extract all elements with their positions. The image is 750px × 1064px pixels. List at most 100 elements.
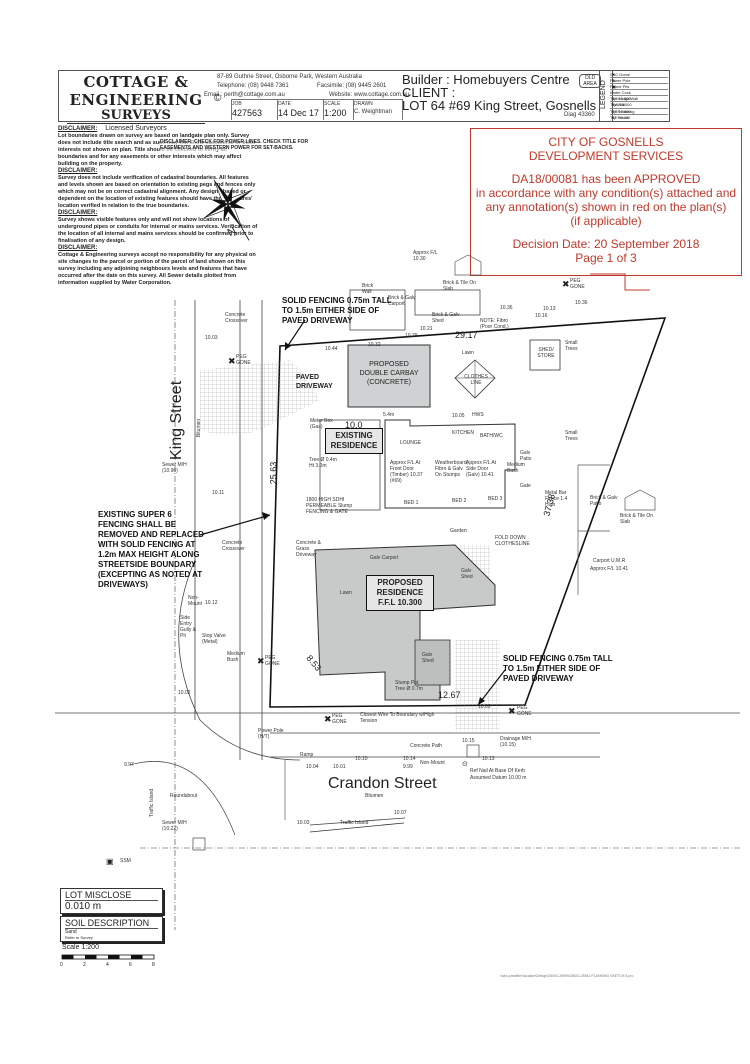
- company-facsimile: Facsimile: (08) 9445 2601: [317, 83, 387, 89]
- scale-tick: 0: [60, 962, 63, 968]
- scale-bar: [61, 954, 155, 960]
- stamp-page: Page 1 of 3: [575, 251, 637, 265]
- gate-label: Gate: [520, 483, 531, 489]
- spot-level: 10.44: [325, 346, 338, 352]
- spot-level: 10.36: [575, 300, 588, 306]
- power-pole-icon: ⊕: [612, 78, 616, 84]
- note-fibro-label: NOTE: Fibro (Poor Cond.): [480, 318, 509, 330]
- peg-gone-icon: ✖: [257, 656, 265, 666]
- street-surface-crandon: Bitumen: [365, 793, 384, 799]
- room-bed3: BED 3: [488, 496, 503, 502]
- concrete-crossover-label: Concrete Crossover: [225, 312, 248, 324]
- disclaimer-block: DISCLAIMER: Lot boundaries drawn on surv…: [58, 126, 258, 287]
- overlay-disclaimer: DISCLAIMER: CHECK FOR POWER LINES. CHECK…: [160, 139, 330, 151]
- job-number: 427563: [232, 108, 263, 118]
- stamp-department: DEVELOPMENT SERVICES: [528, 149, 684, 163]
- brick-galv-carport-label: Brick & Galv Carport: [388, 295, 416, 307]
- concrete-grass-driveway-label: Concrete & Grass Driveway: [296, 540, 322, 558]
- peg-gone-label-2: PEG GONE: [570, 278, 585, 290]
- proposed-line1: PROPOSED: [377, 578, 423, 587]
- logo-line2: SURVEYS: [101, 108, 171, 123]
- medium-bush-label-2: Medium Bush: [507, 462, 525, 474]
- disclaimer-text: Cottage & Engineering surveys accept no …: [58, 252, 256, 286]
- spot-level: 10.09: [478, 704, 491, 710]
- lot-misclose-title: LOT MISCLOSE: [65, 890, 158, 901]
- galv-patio-label: Galv Patio: [520, 450, 532, 462]
- legend-items: SSC Dome Power Pole Phone Pits Water Coc…: [610, 72, 666, 120]
- drawn-label: DRAWN: [354, 101, 373, 107]
- spot-level: 10.21: [420, 326, 433, 332]
- street-name-king: King Street: [168, 380, 185, 460]
- brick-galv-patio-label: Brick & Galv Patio: [590, 495, 618, 507]
- paved-driveway-label: PAVED DRIVEWAY: [296, 374, 333, 390]
- disclaimer-heading: DISCLAIMER:: [58, 245, 98, 251]
- metal-fence-label: Metal Bar Fence 1.4 High: [545, 490, 568, 508]
- survey-scale: 1:200: [324, 108, 347, 118]
- spot-level: 10.13: [543, 306, 556, 312]
- existing-residence-label: EXISTING RESIDENCE: [325, 428, 383, 454]
- legend-item: Top Retaining: [610, 109, 666, 115]
- stump-label: Stump Pot Tree Ø 0.7m: [395, 680, 423, 692]
- file-path: \\abs-prealfile\Vacation\Design\28000-28…: [500, 974, 634, 978]
- ref-nail-label: Ref Nail At Base Of Kerb: [470, 768, 526, 774]
- survey-date: 14 Dec 17: [278, 108, 320, 118]
- proposed-line2: RESIDENCE: [376, 588, 424, 597]
- diagram-number: Diag 43360: [564, 112, 595, 118]
- fencing-gate-label: 1800 HIGH SDHI PERMEABLE Slump FENCING &…: [306, 497, 353, 515]
- note-fence-street: EXISTING SUPER 6 FENCING SHALL BE REMOVE…: [98, 510, 204, 589]
- weatherboard-label: Weatherboard, Fibro & Galv On Stumps: [435, 460, 468, 478]
- carport-umr-label: Carport U.M.R: [593, 558, 626, 564]
- peg-gone-label-4: PEG GONE: [332, 713, 347, 725]
- stamp-applicable: (if applicable): [570, 214, 642, 228]
- lot-address: LOT 64 #69 King Street, Gosnells: [402, 98, 597, 113]
- hws-label: HWS: [472, 412, 484, 418]
- width-5-4m: 5.4m: [383, 412, 395, 418]
- company-address: 87-89 Guthrie Street, Osborne Park, West…: [217, 74, 362, 80]
- title-block: COTTAGE & ENGINEERING SURVEYS Licensed S…: [58, 70, 670, 132]
- stamp-decision-date: Decision Date: 20 September 2018: [512, 237, 700, 251]
- company-email: Email : perth@cottage.com.au: [204, 92, 285, 98]
- soil-note: Refer to Survey: [65, 935, 93, 940]
- water-cock-icon: ▫: [612, 90, 614, 96]
- proposed-carbay-label: PROPOSED DOUBLE CARBAY (CONCRETE): [359, 361, 419, 386]
- dimension-rear: 29.17: [455, 330, 478, 340]
- datum-label: Assumed Datum 10.00 m: [470, 775, 527, 781]
- spot-level: 10.36: [500, 305, 513, 311]
- meter-box-label: Meter Box (Gas): [310, 418, 333, 430]
- date-label: DATE: [278, 101, 291, 107]
- sewer-mh-label-2: Sewer M/H (10.22): [162, 820, 187, 832]
- street-surface-king: Bitumen: [196, 418, 203, 438]
- peg-gone-label: PEG GONE: [236, 354, 251, 366]
- galv-shed-label-2: Galv Shed: [422, 652, 434, 664]
- spot-level: 9.99: [403, 764, 413, 770]
- ref-nail-icon: ⊙: [462, 761, 468, 768]
- company-logo: COTTAGE & ENGINEERING SURVEYS Licensed S…: [61, 73, 211, 132]
- room-bed1: BED 1: [404, 500, 419, 506]
- spot-level: 10.12: [205, 600, 218, 606]
- note-fence-top: SOLID FENCING 0.75m TALL TO 1.5m EITHER …: [282, 296, 392, 325]
- room-bath: BATH/WC: [480, 433, 503, 439]
- scale-label: Scale 1:200: [62, 944, 99, 951]
- spot-level: 10.01: [333, 764, 346, 770]
- traffic-island-label: Traffic Island: [340, 820, 369, 826]
- peg-gone-icon: ✖: [562, 279, 570, 289]
- spot-level: 10.16: [535, 313, 548, 319]
- approx-fl-rear: Approx F/L 10.30: [413, 250, 438, 262]
- dimension-king-frontage: 25.63: [268, 461, 279, 485]
- lot-misclose-box: LOT MISCLOSE 0.010 m: [60, 888, 163, 914]
- ssm-label: SSM: [120, 858, 131, 864]
- disclaimer-heading: DISCLAIMER:: [58, 210, 98, 216]
- soil-description-box: SOIL DESCRIPTION Sand Refer to Survey: [60, 916, 163, 942]
- concrete-path-label: Concrete Path: [410, 743, 442, 749]
- traffic-island-label-2: Traffic Island: [149, 788, 156, 818]
- clothes-line-label: CLOTHES LINE: [464, 374, 488, 386]
- note-fence-bottom: SOLID FENCING 0.75m TALL TO 1.5m EITHER …: [503, 654, 613, 683]
- lawn-label: Lawn: [462, 350, 474, 356]
- fold-down-clothesline-label: FOLD DOWN CLOTHESLINE: [495, 535, 530, 547]
- peg-gone-icon: ✖: [228, 356, 236, 366]
- phone-pits-icon: ▣: [612, 84, 616, 90]
- spot-level: 9.97: [124, 762, 134, 768]
- medium-bush-label: Medium Bush: [227, 651, 245, 663]
- legend-item: SSC Dome: [610, 72, 666, 79]
- approval-stamp: CITY OF GOSNELLS DEVELOPMENT SERVICES DA…: [470, 128, 742, 276]
